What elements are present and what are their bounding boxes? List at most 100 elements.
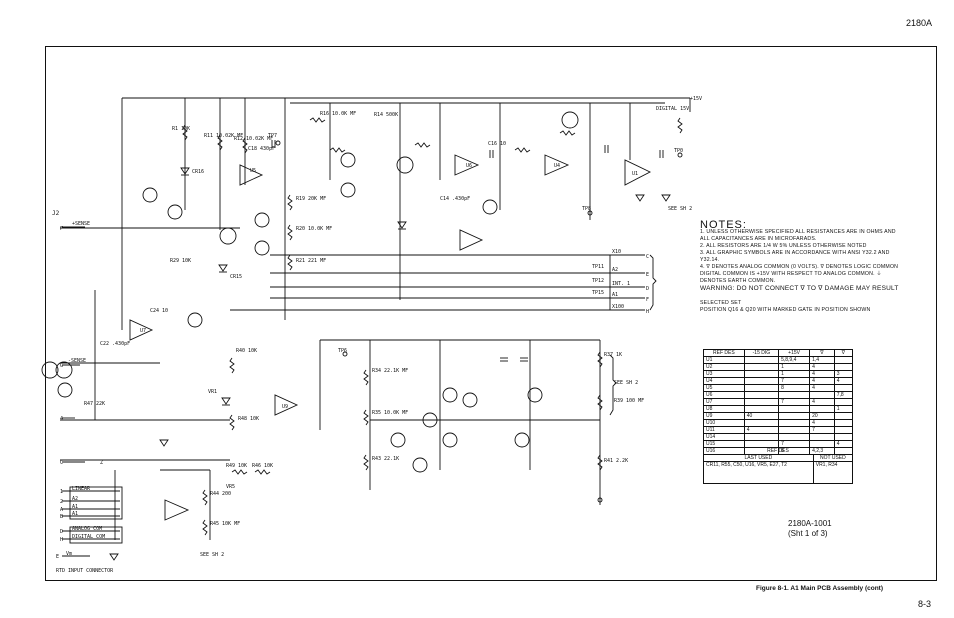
sheet-number: (Sht 1 of 3) [788,529,828,538]
table-cell: 4 [809,398,835,406]
pin-a-signal: A1 [72,504,78,510]
u4-label: U4 [554,163,560,169]
pin-c-signal: Z [100,460,103,466]
output-a2: A2 [612,267,618,273]
table-cell [743,398,780,406]
table-cell: 4 [743,426,780,434]
r49-label: R49 10K [226,463,247,469]
pin-g-signal: -SENSE [68,358,86,364]
table-cell [778,405,811,413]
table-cell [743,370,780,378]
pin-d-signal: ANALOG COM [72,526,102,532]
table-cell: 7 [778,377,811,385]
table-cell: 7 [809,426,835,434]
table-cell [778,391,811,399]
table-cell: U9 [703,412,745,420]
table-cell: 8 [778,384,811,392]
table-cell: U7 [703,398,745,406]
tp0-label: TP0 [674,148,683,154]
r46-label: R46 10K [252,463,273,469]
table-cell: U4 [703,377,745,385]
c14-label: C14 .430pF [440,196,470,202]
title-block: 2180A-1001 (Sht 1 of 3) [788,519,832,539]
connector-title: RTD INPUT CONNECTOR [56,568,114,574]
not-used-cell: VR1, R34 [812,461,854,484]
table-cell [833,356,854,364]
table-cell: 5,8,9,4 [778,356,811,364]
output-x10: X10 [612,249,621,255]
pin-e-signal: Vm [66,551,72,557]
r20-label: R20 10.0K MF [296,226,332,232]
table-cell [743,405,780,413]
table-cell [833,412,854,420]
r47-label: R47 22K [84,401,105,407]
table-cell: 4 [809,419,835,427]
pin-f-signal: +SENSE [72,221,90,227]
table-cell [778,419,811,427]
r34-label: R34 22.1K MF [372,368,408,374]
col-header: NOT USED [812,454,854,462]
table-row: U14 [703,433,854,441]
drawing-number: 2180A-1001 [788,519,832,528]
pin-b-signal: A1 [72,511,78,517]
table-cell: U2 [703,363,745,371]
output-x100-pin: H [646,309,649,315]
r37-label: R37 1K [604,352,622,358]
table-cell [778,433,811,441]
table-cell: 3 [833,370,854,378]
pin-a: A [60,507,63,513]
table-cell [809,405,835,413]
pin-e: E [56,554,59,560]
table-cell: 4 [809,384,835,392]
cr15-label: CR15 [230,274,242,280]
pin-b: B [60,514,63,520]
table-cell [743,377,780,385]
table-cell: U14 [703,433,745,441]
r19-label: R19 20K MF [296,196,326,202]
notes-block: NOTES: 1. UNLESS OTHERWISE SPECIFIED ALL… [700,220,900,314]
pin-1-signal: LINEAR [72,486,91,492]
table-cell: 4 [809,377,835,385]
col-header: +15V [778,349,811,357]
u6-label: U6 [466,163,472,169]
table-cell: 4 [833,377,854,385]
drawing-frame [45,46,937,581]
pin-2-signal: A2 [72,496,78,502]
u5-label: U5 [250,168,256,174]
table-cell [778,426,811,434]
pin-2: 2 [60,499,63,505]
pin-d: D [60,529,63,535]
ref-des-table: REF DES LAST USED NOT USED CR11, R55, C5… [703,447,854,484]
page-number: 8-3 [918,599,932,609]
note-selected: SELECTED SET [700,300,742,306]
note-2: 2. ALL RESISTORS ARE 1/4 W 5% UNLESS OTH… [700,243,867,249]
r41-label: R41 2.2K [604,458,628,464]
pin-1: 1 [60,489,63,495]
cr16-label: CR16 [192,169,204,175]
table-cell [833,433,854,441]
r12-label: R12 10.02K MF [234,136,273,142]
tp6-label: TP6 [338,348,347,354]
note-3: 3. ALL GRAPHIC SYMBOLS ARE IN ACCORDANCE… [700,250,890,263]
table-cell [809,433,835,441]
table-cell: 1 [778,370,811,378]
r1-label: R1 10K [172,126,190,132]
note-warning: WARNING: DO NOT CONNECT ∇ TO ∇ DAMAGE MA… [700,285,899,292]
tp11-label: TP11 [592,264,604,270]
pin-g: G [60,363,63,369]
last-used-cell: CR11, R55, C50, U16, VR5, E27, T2 [703,461,814,484]
r45-label: R45 10K MF [210,521,240,527]
figure-caption: Figure 8-1. A1 Main PCB Assembly (cont) [756,585,884,592]
table-cell: 4 [809,370,835,378]
table-cell: U6 [703,391,745,399]
see-sh2-label-2: SEE SH 2 [668,206,692,212]
output-x10-pin: C [646,254,649,260]
